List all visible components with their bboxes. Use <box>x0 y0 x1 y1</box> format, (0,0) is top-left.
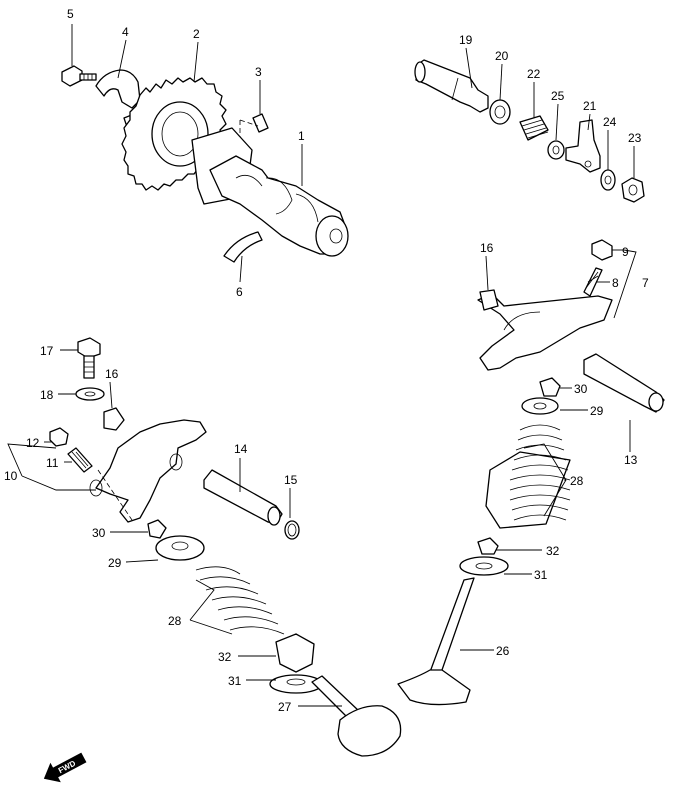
intake-valve-part <box>397 577 475 706</box>
callout-2: 2 <box>193 27 200 41</box>
adjust-screw-part <box>583 267 603 297</box>
exhaust-valve-part <box>311 675 402 757</box>
dowel-pin-part <box>239 113 269 144</box>
callout-24: 24 <box>603 115 617 129</box>
callout-28-left: 28 <box>168 614 182 628</box>
callout-20: 20 <box>495 49 509 63</box>
callout-28-right: 28 <box>570 474 584 488</box>
callout-13: 13 <box>624 453 638 467</box>
decomp-washer-2-part <box>600 169 616 191</box>
spring-retainer-right-part <box>521 397 559 415</box>
callout-31-left: 31 <box>228 674 242 688</box>
rocker-shaft-right-part <box>583 353 665 413</box>
decomp-spring-part <box>519 115 549 141</box>
spring-seat-right-part <box>459 556 509 576</box>
rocker-arm-left-part <box>89 419 207 523</box>
callout-27: 27 <box>278 700 292 714</box>
callout-8: 8 <box>612 276 619 290</box>
callout-32-right: 32 <box>546 544 560 558</box>
decomp-lever-part <box>565 119 601 173</box>
callout-17: 17 <box>40 344 54 358</box>
callout-12: 12 <box>26 436 40 450</box>
bolt-part <box>61 65 97 87</box>
callout-26: 26 <box>496 644 510 658</box>
callout-9: 9 <box>622 245 629 259</box>
callout-25: 25 <box>551 89 565 103</box>
adjust-nut-left-part <box>49 427 69 447</box>
callout-14: 14 <box>234 442 248 456</box>
callout-19: 19 <box>459 33 473 47</box>
leader-lines <box>7 24 637 707</box>
decomp-nut-part <box>621 177 645 203</box>
callout-32-left: 32 <box>218 650 232 664</box>
callout-5: 5 <box>67 7 74 21</box>
washer-left-part <box>75 387 105 401</box>
callout-30-left: 30 <box>92 526 106 540</box>
callout-16-left: 16 <box>105 367 119 381</box>
callout-18: 18 <box>40 388 54 402</box>
valve-spring-left-part <box>195 566 285 635</box>
decompression-shaft-part <box>414 59 489 113</box>
callout-4: 4 <box>122 25 129 39</box>
adjust-nut-part <box>591 239 613 261</box>
rocker-arm-right-part <box>477 289 613 371</box>
bolt-left-part <box>77 337 101 379</box>
callout-29-right: 29 <box>590 404 604 418</box>
callout-23: 23 <box>628 131 642 145</box>
oil-seal-part <box>489 99 511 125</box>
callout-21: 21 <box>583 99 597 113</box>
callout-3: 3 <box>255 65 262 79</box>
callout-10: 10 <box>4 469 18 483</box>
o-ring-part <box>284 520 300 540</box>
callout-31-right: 31 <box>534 568 548 582</box>
camshaft-part <box>191 127 349 257</box>
rocker-shaft-left-part <box>203 469 283 526</box>
callout-30-right: 30 <box>574 382 588 396</box>
callout-15: 15 <box>284 473 298 487</box>
callout-labels: 5 4 2 3 1 6 19 20 22 25 21 24 23 16 9 8 … <box>4 7 649 714</box>
valve-cap-right-part <box>539 377 561 397</box>
adjust-screw-left-part <box>67 447 93 473</box>
spring-retainer-left-part <box>155 535 205 561</box>
callout-22: 22 <box>527 67 541 81</box>
callout-7: 7 <box>642 276 649 290</box>
valve-cap-left-part <box>147 519 167 539</box>
rocker-cap-left-part <box>103 407 125 431</box>
callout-1: 1 <box>298 129 305 143</box>
callout-29-left: 29 <box>108 556 122 570</box>
cotter-left-part <box>275 633 315 673</box>
callout-11: 11 <box>46 456 59 470</box>
cotter-right-part <box>477 537 499 555</box>
callout-16-right: 16 <box>480 241 494 255</box>
cam-clip-part <box>223 231 263 263</box>
valve-spring-inner-right-part <box>485 424 571 529</box>
forward-arrow-icon: FWD <box>43 752 87 783</box>
decomp-washer-part <box>547 140 565 160</box>
callout-6: 6 <box>236 285 243 299</box>
